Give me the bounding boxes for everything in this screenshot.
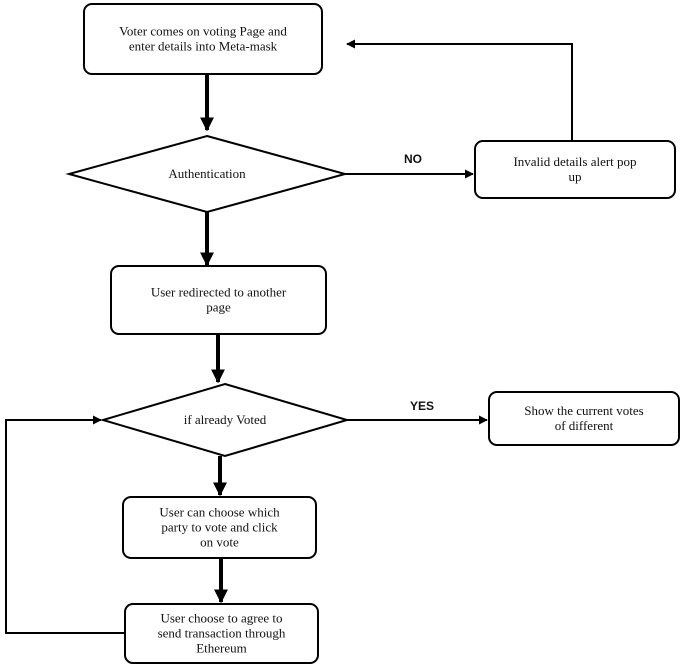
node-shape-show <box>488 391 680 446</box>
node-text-choose-2: on vote <box>200 535 239 550</box>
node-text-redirect-0: User redirected to another <box>151 285 287 300</box>
edge-invalid-start <box>346 39 573 141</box>
node-shape-agree <box>124 603 319 664</box>
node-shape-start <box>83 3 323 75</box>
edge-label-auth-invalid: NO <box>404 152 422 166</box>
node-text-show-1: of different <box>555 418 614 433</box>
node-shape-auth <box>65 134 349 214</box>
node-text-start-1: enter details into Meta-mask <box>129 39 278 54</box>
node-text-invalid-1: up <box>569 169 582 184</box>
node-text-agree-2: Ethereum <box>196 641 247 656</box>
edge-label-voted-show: YES <box>410 399 434 413</box>
node-voted: if already Voted <box>99 382 351 458</box>
node-text-agree-0: User choose to agree to <box>160 611 282 626</box>
node-text-choose-0: User can choose which <box>159 505 280 520</box>
node-shape-invalid <box>474 140 676 199</box>
node-shape-redirect <box>110 265 327 335</box>
node-shape-choose <box>122 496 317 559</box>
node-text-invalid-0: Invalid details alert pop <box>513 154 636 169</box>
node-text-redirect-1: page <box>206 300 231 315</box>
node-text-start-0: Voter comes on voting Page and <box>119 24 287 39</box>
edge-agree-voted <box>5 415 125 634</box>
node-text-agree-1: send transaction through <box>158 626 286 641</box>
node-text-choose-1: party to vote and click <box>161 520 278 535</box>
node-text-auth-0: Authentication <box>168 166 246 181</box>
node-text-show-0: Show the current votes <box>524 403 644 418</box>
node-auth: Authentication <box>65 134 349 214</box>
node-shape-voted <box>99 382 351 458</box>
node-text-voted-0: if already Voted <box>184 412 267 427</box>
